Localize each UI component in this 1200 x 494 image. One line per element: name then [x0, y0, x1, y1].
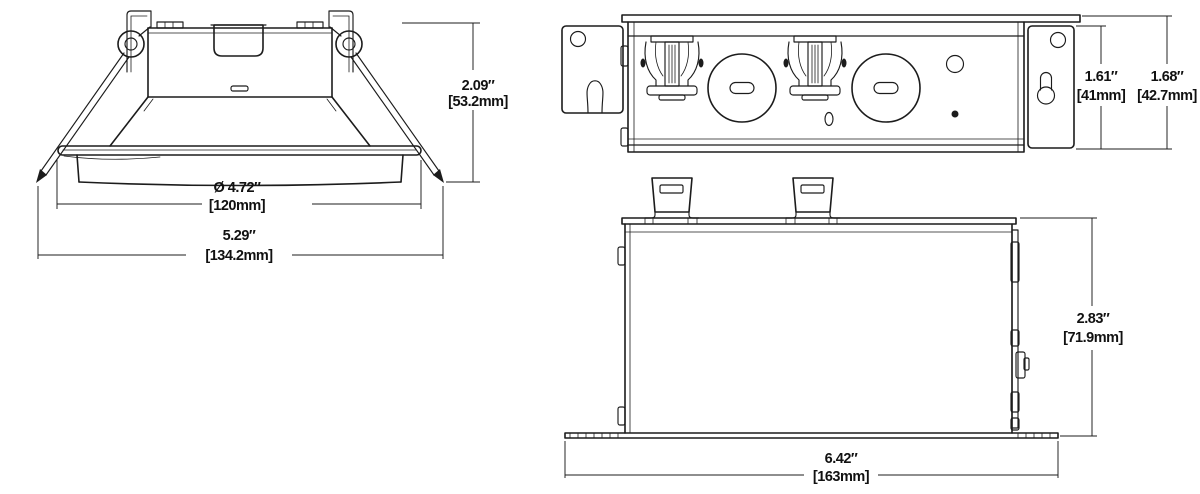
cable-clamp-tab-right [786, 178, 840, 218]
dim-jbox-front-width-mm: [163mm] [813, 469, 870, 485]
dim-jbox-front-height: 2.83″ [71.9mm] [1020, 218, 1124, 436]
dim-jbox-overall-height: 1.68″ [42.7mm] [1076, 16, 1198, 149]
knockout-slot-left [730, 83, 754, 94]
spring-tip-left [36, 169, 47, 183]
spring-tip-right [433, 169, 444, 183]
torsion-spring-left [36, 11, 151, 183]
keyhole-slot-left [587, 81, 603, 113]
dim-jbox-body-height-inches: 1.61″ [1085, 69, 1118, 85]
trim-can [148, 22, 332, 97]
torsion-spring-right [329, 11, 444, 183]
knockout-left [708, 54, 776, 122]
trim-flange [58, 146, 421, 159]
indicator-dot [951, 110, 959, 118]
knockout-right [852, 54, 920, 122]
dim-trim-diameter-mm: [120mm] [209, 198, 266, 214]
dim-trim-height-inches: 2.09″ [462, 78, 495, 94]
left-clip-lower [618, 407, 625, 425]
jbox-lid-edge [622, 15, 1080, 22]
reflector-cone [110, 97, 370, 146]
keyhole-slot-right [1038, 87, 1055, 104]
junction-cap [214, 25, 263, 56]
view-jbox-front: 2.83″ [71.9mm] 6.42″ [163mm] [565, 178, 1124, 485]
latch-tab [1016, 352, 1025, 378]
clamp-tab-slot-right [801, 185, 824, 193]
view-trim-side: 2.09″ [53.2mm] Ø 4.72″ [120mm] 5.29″ [13… [36, 11, 509, 264]
knockout-slot-right [874, 83, 898, 94]
top-tab-right [297, 22, 323, 28]
clamp-tab-slot-left [660, 185, 683, 193]
side-latch-strip [1012, 230, 1018, 428]
dim-jbox-front-height-inches: 2.83″ [1077, 311, 1110, 327]
view-jbox-top: 1.61″ [41mm] 1.68″ [42.7mm] [562, 15, 1198, 152]
dim-trim-height-mm: [53.2mm] [448, 94, 508, 110]
dim-jbox-body-height: 1.61″ [41mm] [1076, 26, 1126, 149]
side-clip-lower [621, 128, 628, 146]
dim-trim-overall-mm: [134.2mm] [205, 248, 273, 264]
bracket-screw-hole-right [1051, 33, 1066, 48]
dim-jbox-front-height-mm: [71.9mm] [1063, 330, 1123, 346]
pilot-hole [947, 56, 964, 73]
dim-trim-overall-width: 5.29″ [134.2mm] [38, 186, 443, 264]
side-clip-upper [621, 46, 628, 66]
spring-coil-left [118, 31, 144, 57]
dim-trim-diameter: Ø 4.72″ [120mm] [57, 160, 421, 214]
spring-coil-right [336, 31, 362, 57]
bracket-screw-hole-left [571, 32, 586, 47]
dim-jbox-overall-height-mm: [42.7mm] [1137, 88, 1197, 104]
wire-clamp-left [640, 36, 704, 100]
jbox-top-body [621, 22, 1024, 152]
trim-lower-body [77, 155, 403, 186]
top-tab-left [157, 22, 183, 28]
dim-jbox-front-width-inches: 6.42″ [825, 451, 858, 467]
mounting-bracket-left [562, 26, 623, 113]
mounting-bracket-right [1028, 26, 1074, 148]
oval-hole [825, 113, 833, 126]
face-slot [231, 86, 248, 91]
wire-clamp-right [783, 36, 847, 100]
left-clip-upper [618, 247, 625, 265]
mounting-flange [565, 433, 1058, 438]
dim-trim-height: 2.09″ [53.2mm] [402, 23, 509, 182]
jbox-top-rail [622, 218, 1016, 224]
dim-jbox-front-width: 6.42″ [163mm] [565, 441, 1058, 485]
dim-jbox-overall-height-inches: 1.68″ [1151, 69, 1184, 85]
cable-clamp-tab-left [645, 178, 699, 218]
dim-jbox-body-height-mm: [41mm] [1077, 88, 1126, 104]
dim-trim-diameter-inches: Ø 4.72″ [214, 180, 262, 196]
dim-trim-overall-inches: 5.29″ [223, 228, 256, 244]
jbox-front-body [618, 224, 1029, 433]
